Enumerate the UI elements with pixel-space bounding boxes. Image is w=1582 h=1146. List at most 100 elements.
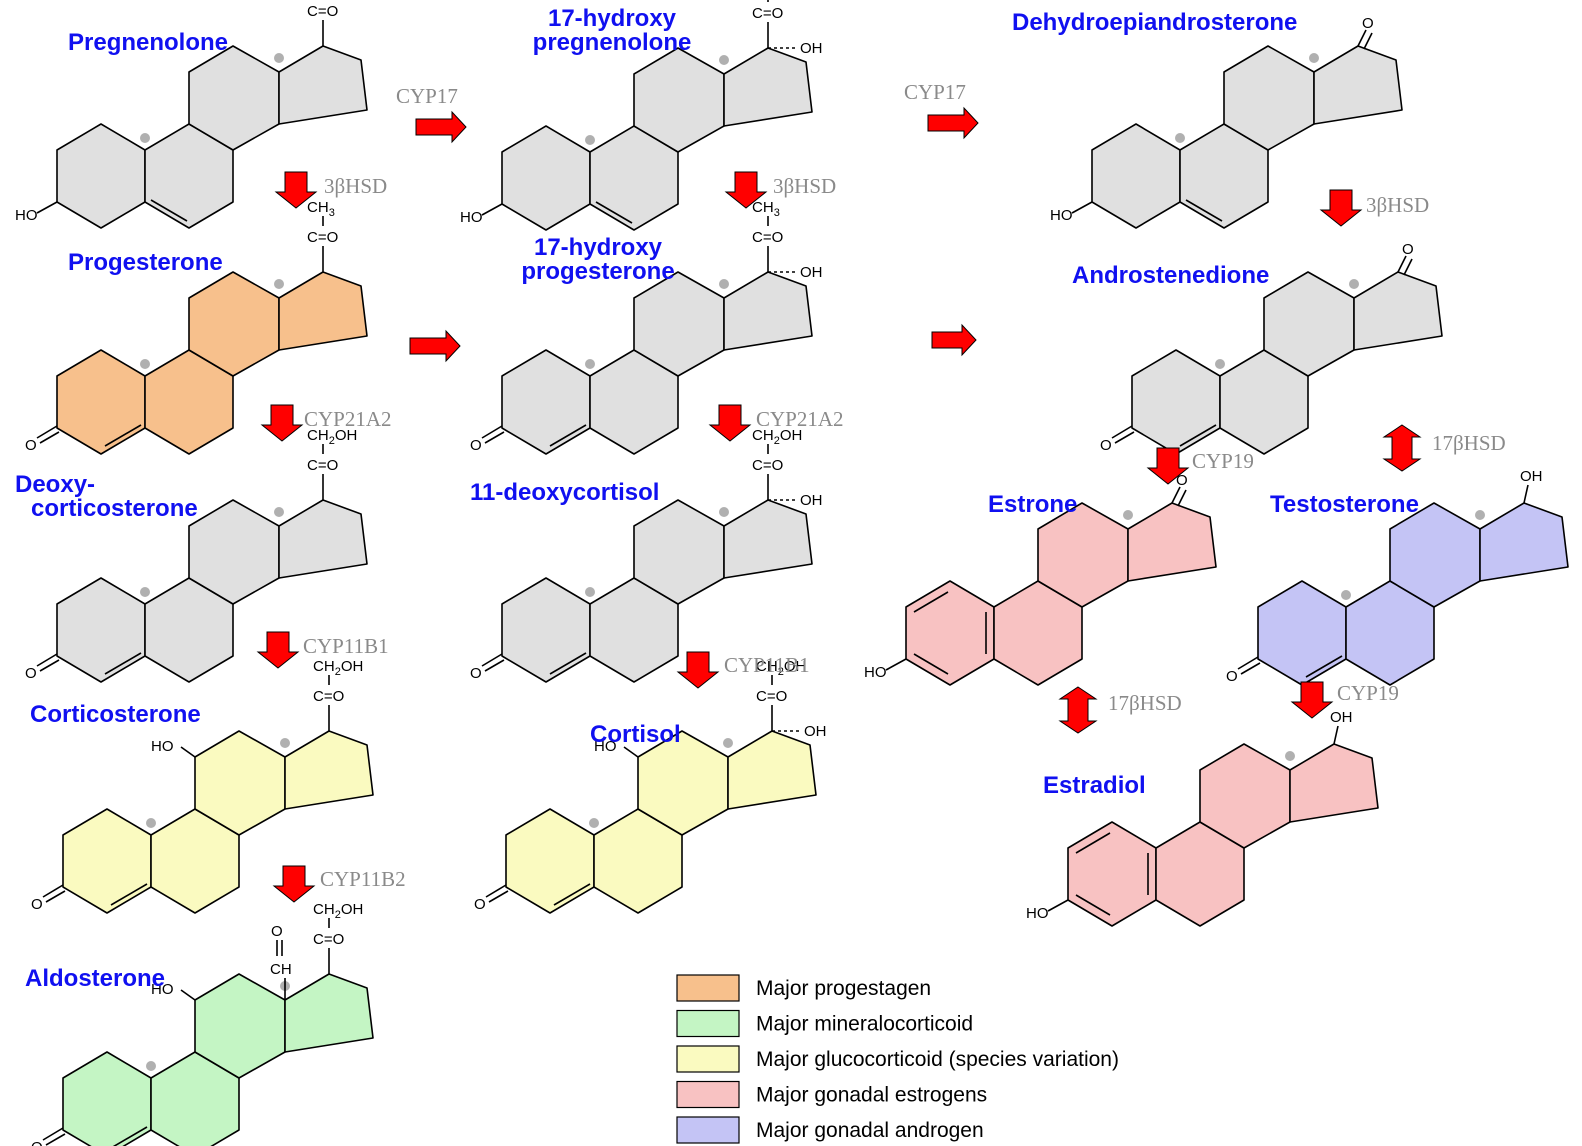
cyp11b1-arrow-1 [256, 631, 300, 669]
cyp19-enzyme-label: CYP19 [1192, 449, 1254, 473]
c17-hydroxyl: OH [1520, 468, 1543, 485]
c17-hydroxyl: OH [804, 723, 827, 740]
c18-methyl-dot [1349, 279, 1359, 289]
ring-d [723, 271, 813, 351]
c19-methyl-dot [585, 587, 595, 597]
c3-bond [42, 884, 64, 898]
ring-d [723, 499, 813, 579]
c3-bond [42, 1127, 64, 1141]
c3-bond [1111, 425, 1133, 439]
ring-d [727, 730, 817, 810]
c3-bond [1240, 662, 1261, 675]
c19-methyl-dot [585, 359, 595, 369]
c18-methyl-dot [1285, 751, 1295, 761]
c3-bond [481, 425, 503, 439]
c3-keto: O [470, 665, 482, 682]
c3-hydroxyl: HO [15, 207, 38, 224]
c3-keto: O [31, 1139, 43, 1146]
c20-carbonyl: C=O [307, 3, 338, 20]
cyp17-enzyme-label: CYP17 [396, 84, 458, 108]
ring-a [505, 808, 595, 914]
c20-carbonyl: C=O [752, 457, 783, 474]
c3-bond [485, 884, 507, 898]
hsd3b-enzyme-label: 3βHSD [1366, 193, 1429, 217]
cyp11b1-arrow-2 [676, 651, 720, 689]
c21-group: CH2OH [313, 901, 363, 921]
hsd3b-arrow-1 [274, 171, 318, 209]
c17-hydroxyl: OH [800, 264, 823, 281]
c19-methyl-dot [585, 135, 595, 145]
c11-hydroxyl: HO [151, 738, 174, 755]
compound-name: 17-hydroxy [548, 5, 677, 32]
c3-bond [484, 431, 505, 444]
c3-bond [885, 658, 907, 671]
testo-label: Testosterone [1270, 491, 1419, 518]
cyp17-arrow-1 [415, 110, 467, 144]
c18-ch: CH [270, 961, 292, 978]
cyp19-arrow-1 [1146, 447, 1190, 485]
c3-keto: O [25, 665, 37, 682]
double-bond [1185, 199, 1223, 222]
c18-oxygen: O [271, 923, 283, 940]
c18-methyl-dot [274, 279, 284, 289]
c11-bond [623, 746, 639, 758]
double-bond [553, 883, 591, 906]
ring-d [1479, 502, 1569, 582]
c3-keto: O [474, 896, 486, 913]
c17-bond [1397, 255, 1407, 273]
compound-name: Estradiol [1043, 772, 1146, 799]
cyp19-enzyme-label: CYP19 [1337, 681, 1399, 705]
ring-a [1067, 821, 1157, 927]
double-bond [595, 201, 633, 224]
legend-swatch [676, 974, 740, 1002]
c21-group: CH3 [307, 199, 335, 219]
hsd3b-arrow-2 [724, 171, 768, 209]
hsd3b-enzyme-label: 3βHSD [773, 174, 836, 198]
dhea-structure: HOO [1050, 15, 1403, 229]
c3-bond [45, 1133, 66, 1146]
compound-name: pregnenolone [533, 29, 692, 56]
double-bond [549, 424, 587, 447]
c3-bond [481, 653, 503, 667]
c3-bond [1114, 431, 1135, 444]
ring-a [1257, 580, 1347, 686]
c11-bond [180, 746, 196, 758]
compound-name: corticosterone [31, 495, 198, 522]
c3-bond [39, 431, 60, 444]
c19-methyl-dot [146, 818, 156, 828]
doc-structure: O C=O CH2OH [25, 427, 368, 683]
c17-bond [1523, 484, 1529, 504]
c20-carbonyl: C=O [756, 688, 787, 705]
c20-carbonyl: C=O [307, 457, 338, 474]
c3-bond [36, 425, 58, 439]
estradiol-label: Estradiol [1043, 772, 1146, 799]
dhea-label: Dehydroepiandrosterone [1012, 9, 1297, 36]
andro-label: Androstenedione [1072, 262, 1269, 289]
aromatic-bond [1075, 894, 1111, 916]
compound-name: Androstenedione [1072, 262, 1269, 289]
c18-methyl-dot [280, 738, 290, 748]
c19-methyl-dot [1175, 133, 1185, 143]
ring-d [284, 973, 374, 1053]
hsd3b-enzyme-label: 3βHSD [324, 174, 387, 198]
preg-label: Pregnenolone [68, 29, 228, 56]
double-bond [112, 1126, 148, 1146]
ring-d [723, 47, 813, 127]
c21-group: CH2OH [313, 658, 363, 678]
c11-bond [180, 989, 196, 1001]
c17-bond [1333, 725, 1339, 745]
estrone-label: Estrone [988, 491, 1077, 518]
compound-name: Aldosterone [25, 965, 165, 992]
double-bond [104, 652, 142, 675]
c3-bond [1071, 201, 1093, 214]
hsd17b-enzyme-label: 17βHSD [1108, 691, 1182, 715]
ring-a [501, 125, 591, 231]
hsd17b-enzyme-label: 17βHSD [1432, 431, 1506, 455]
legend-label: Major gonadal androgen [756, 1119, 984, 1142]
